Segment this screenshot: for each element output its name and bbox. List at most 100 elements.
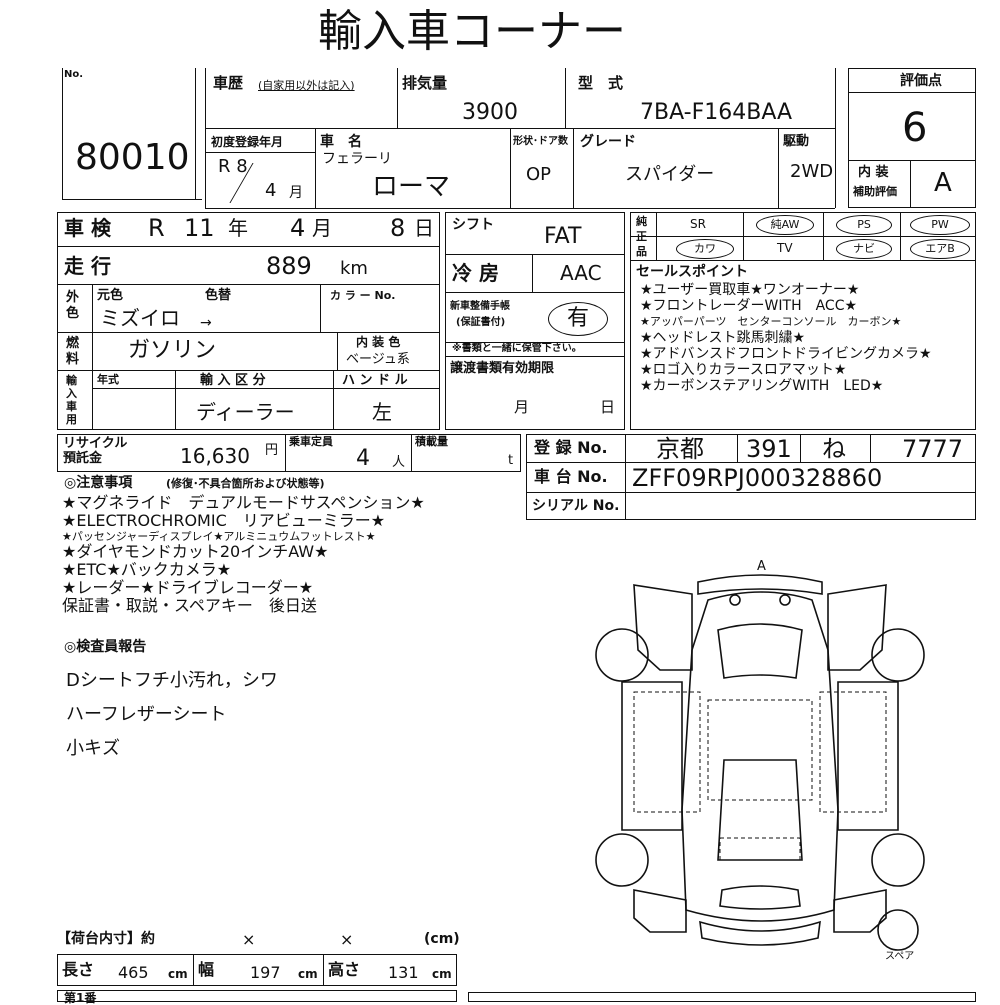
grid-line bbox=[205, 128, 835, 129]
note-line: ★レーダー★ドライブレコーダー★ bbox=[62, 578, 314, 597]
history-label: 車歴 bbox=[213, 74, 244, 92]
wheel-rear-left bbox=[595, 833, 649, 887]
body-doors-value: OP bbox=[526, 164, 552, 185]
load-label: 積載量 bbox=[415, 435, 448, 448]
model-label: 型 式 bbox=[578, 74, 624, 92]
grid-line bbox=[285, 434, 286, 472]
front-left-panel bbox=[633, 584, 693, 671]
grid-line bbox=[175, 370, 176, 430]
displacement-value: 3900 bbox=[462, 100, 518, 125]
grid-line bbox=[193, 954, 194, 986]
note-line: ★ELECTROCHROMIC リアビューミラー★ bbox=[62, 511, 386, 530]
interior-sub: 補助評価 bbox=[853, 185, 897, 198]
equip-tv: TV bbox=[777, 241, 793, 255]
notes-label-sub: (修復･不具合箇所および状態等) bbox=[166, 477, 325, 490]
drive-value: 2WD bbox=[790, 161, 834, 182]
cargo-width-unit: cm bbox=[298, 967, 318, 981]
interior-value: A bbox=[934, 168, 952, 198]
grid-line bbox=[320, 284, 321, 332]
fuel-label: 燃料 bbox=[66, 336, 80, 367]
inspection-month: 4 bbox=[290, 214, 306, 242]
grid-line bbox=[778, 128, 779, 208]
vehicle-info-box bbox=[57, 212, 440, 430]
orig-color-label: 元色 bbox=[97, 288, 124, 303]
cargo-label: 【荷台内寸】約 bbox=[57, 931, 155, 947]
rear-left-panel bbox=[633, 889, 687, 933]
grid-line bbox=[737, 434, 738, 462]
recycle-box bbox=[57, 434, 521, 472]
grid-line bbox=[337, 332, 338, 370]
grid-line bbox=[870, 434, 871, 462]
sales-point-line: ★アドバンスドフロントドライビングカメラ★ bbox=[640, 346, 932, 362]
note-line: ★マグネライド デュアルモードサスペンション★ bbox=[62, 493, 425, 512]
front-marker: A bbox=[757, 559, 766, 574]
sales-point-line: ★ロゴ入りカラースロアマット★ bbox=[640, 362, 847, 378]
car-name-label: 車 名 bbox=[320, 134, 362, 150]
history-note: (自家用以外は記入) bbox=[258, 79, 355, 92]
grid-line bbox=[510, 128, 511, 208]
rear-window bbox=[719, 885, 801, 910]
left-side-panel bbox=[621, 681, 683, 831]
grid-line bbox=[848, 92, 976, 93]
grid-line bbox=[848, 160, 976, 161]
inspector-label: ◎検査員報告 bbox=[64, 639, 147, 655]
car-damage-diagram bbox=[595, 574, 925, 951]
grid-line bbox=[57, 332, 440, 333]
cargo-length: 465 bbox=[118, 963, 149, 982]
registration-number: 7777 bbox=[902, 435, 964, 463]
note-line: 保証書・取説・スペアキー 後日送 bbox=[62, 596, 317, 615]
displacement-label: 排気量 bbox=[402, 74, 448, 92]
lot-bracket bbox=[62, 68, 202, 200]
score-box bbox=[848, 68, 976, 208]
front-right-panel bbox=[827, 584, 887, 671]
grid-line bbox=[57, 246, 440, 247]
ac-label: 冷 房 bbox=[452, 261, 499, 285]
grid-line bbox=[445, 292, 625, 293]
wheel-rear-right bbox=[871, 833, 925, 887]
color-group-label: 外色 bbox=[66, 290, 80, 321]
spare-label: スペア bbox=[885, 951, 915, 962]
cargo-times-1: × bbox=[242, 930, 256, 949]
import-year-label: 年式 bbox=[97, 373, 119, 386]
orig-color-value: ミズイロ bbox=[100, 306, 180, 330]
mileage-label: 走 行 bbox=[64, 254, 111, 278]
mileage-value: 889 bbox=[266, 252, 312, 280]
grid-line bbox=[900, 212, 901, 260]
registration-kana: ね bbox=[822, 435, 846, 463]
inspection-day: 8 bbox=[390, 214, 406, 242]
equip-airbag: エアB bbox=[910, 239, 970, 259]
grid-line bbox=[565, 68, 566, 128]
equip-sr: SR bbox=[690, 217, 706, 231]
lot-divider bbox=[195, 68, 196, 200]
note-line: ★パッセンジャーディスプレイ★アルミニュウムフットレスト★ bbox=[62, 530, 376, 543]
sales-points-list: ★ユーザー買取車★ワンオーナー★★フロントレーダーWITH ACC★★アッパーパ… bbox=[640, 282, 932, 394]
recycle-label: リサイクル預託金 bbox=[63, 436, 128, 466]
notes-list: ★マグネライド デュアルモードサスペンション★★ELECTROCHROMIC リ… bbox=[62, 494, 425, 615]
sales-point-line: ★ユーザー買取車★ワンオーナー★ bbox=[640, 282, 860, 298]
color-code-label: カ ラ ー No. bbox=[330, 289, 396, 302]
cargo-length-label: 長さ bbox=[62, 960, 95, 979]
equipment-label: 純正品 bbox=[636, 215, 647, 258]
grid-line bbox=[625, 434, 626, 520]
transfer-month-unit: 月 bbox=[514, 398, 530, 416]
sales-point-line: ★アッパーパーツ センターコンソール カーボン★ bbox=[640, 315, 902, 328]
model-value: 7BA-F164BAA bbox=[640, 100, 793, 125]
registration-region: 京都 bbox=[656, 435, 704, 463]
car-body-outline bbox=[681, 591, 839, 922]
grid-line bbox=[92, 388, 440, 389]
manual-note: ※書類と一緒に保管下さい。 bbox=[452, 343, 582, 354]
inspection-era: R bbox=[148, 214, 165, 242]
grid-line bbox=[205, 68, 206, 208]
first-reg-year: R 8 bbox=[218, 156, 248, 177]
sales-point-line: ★フロントレーダーWITH ACC★ bbox=[640, 298, 858, 314]
cargo-height-label: 高さ bbox=[328, 960, 361, 979]
cargo-height: 131 bbox=[388, 963, 419, 982]
first-reg-month-unit: 月 bbox=[289, 185, 303, 201]
recycle-value: 16,630 bbox=[180, 444, 250, 468]
footer-box-left bbox=[57, 990, 457, 1002]
wheel-front-right bbox=[871, 628, 925, 682]
grid-line bbox=[445, 356, 625, 357]
import-type-label: 輸 入 区 分 bbox=[200, 373, 266, 388]
equip-navi: ナビ bbox=[836, 239, 892, 259]
transfer-day-unit: 日 bbox=[600, 398, 616, 416]
